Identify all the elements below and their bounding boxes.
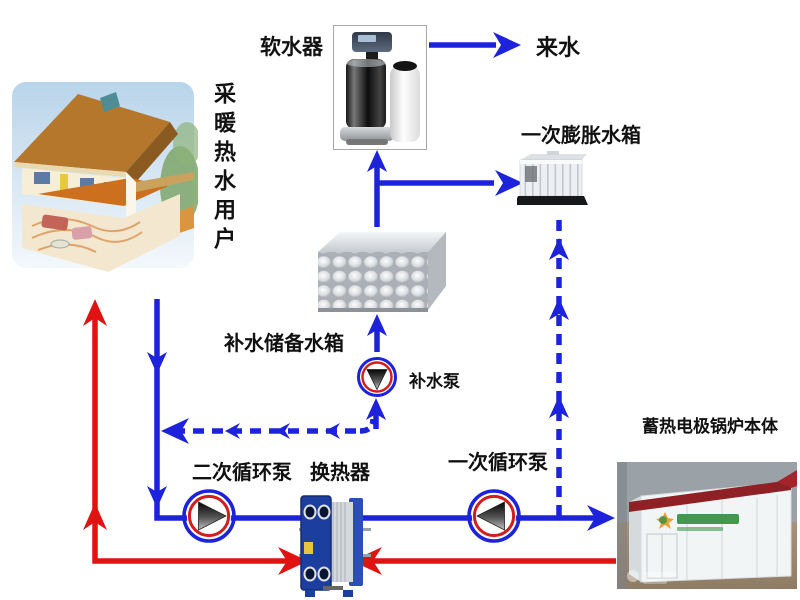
water-softener-image [333, 25, 427, 150]
electrode-boiler-image [617, 462, 797, 589]
chimney [100, 92, 120, 112]
makeup-tank-image [318, 232, 446, 312]
exchanger-ports [303, 504, 331, 582]
softener-resin-tank [346, 59, 386, 129]
label-water-softener: 软水器 [260, 36, 323, 59]
label-incoming-water: 来水 [536, 35, 581, 60]
heated-floor [22, 194, 180, 272]
boiler-logo [656, 512, 739, 531]
red-pipes [83, 299, 616, 575]
label-heat-exchanger: 换热器 [310, 462, 370, 484]
label-heating-users: 采暖热水用户 [211, 82, 236, 256]
boiler-red-canopy [629, 480, 791, 512]
expansion-tank-image [517, 151, 588, 205]
heating-users-house-image [12, 82, 198, 272]
arrow-tank-to-softener [367, 150, 387, 227]
softener-brine-tank [390, 66, 420, 142]
makeup-pump-icon [357, 357, 397, 397]
dashed-line-to-expansion-tank [549, 214, 569, 516]
arrow-branch-to-expansion-tank [377, 170, 523, 196]
arrow-into-makeup-pump [366, 398, 386, 429]
red-supply-loop [83, 299, 616, 575]
label-expansion-tank: 一次膨胀水箱 [521, 125, 641, 147]
boiler-body [640, 481, 792, 583]
primary-pump-icon [467, 489, 521, 543]
secondary-pump-icon [182, 489, 236, 543]
arrow-softener-to-incoming-water [429, 32, 521, 58]
dashed-makeup-return-line [161, 418, 376, 444]
main-blue-loop [147, 299, 615, 531]
label-makeup-tank: 补水储备水箱 [224, 333, 344, 355]
blue-dashed-pipes [161, 214, 569, 516]
arrow-pump-to-tank [367, 314, 387, 352]
valve-display [358, 35, 376, 42]
label-electrode-boiler: 蓄热电极锅炉本体 [642, 417, 778, 436]
label-makeup-pump: 补水泵 [409, 372, 460, 391]
blue-pipes [147, 32, 615, 531]
sofa [41, 214, 69, 231]
label-secondary-pump: 二次循环泵 [192, 462, 292, 484]
porch-roof [136, 172, 194, 192]
label-primary-pump: 一次循环泵 [448, 452, 548, 474]
photo-watermark [627, 570, 677, 584]
heat-exchanger-image [299, 495, 371, 597]
house-roof [14, 94, 170, 172]
